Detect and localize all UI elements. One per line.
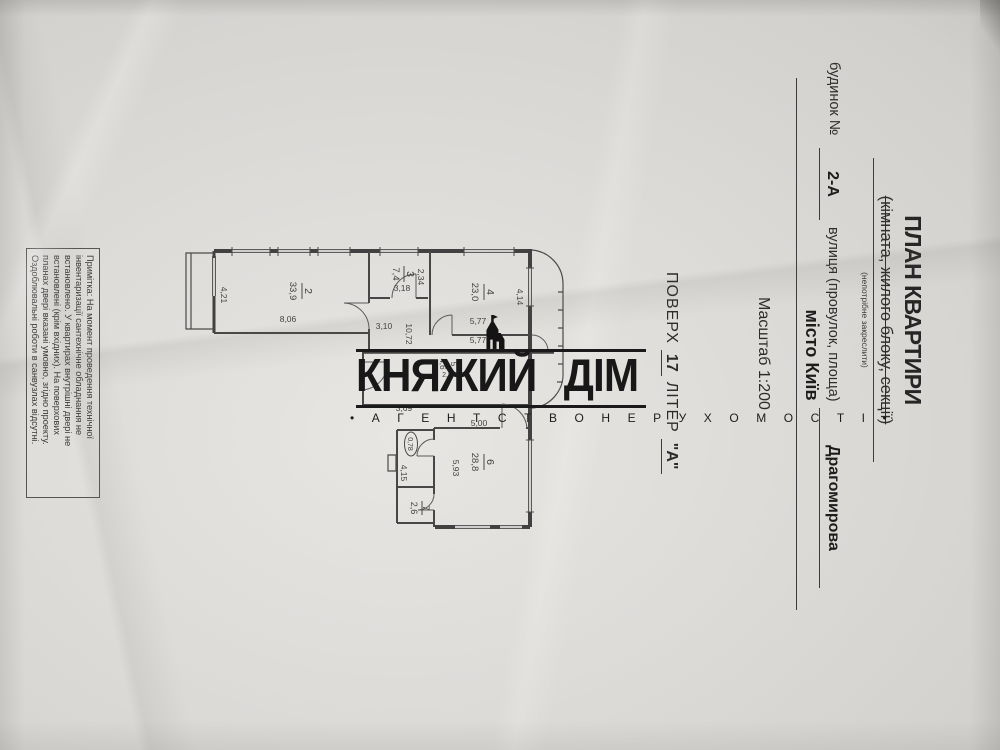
room-number: 4 <box>484 289 496 295</box>
note-line: Примітка: На момент проведення технічної <box>85 255 95 440</box>
corridor-dim: 3,69 <box>396 403 413 413</box>
note-line: встановлені (крім вхідних). На поверхови… <box>51 255 62 435</box>
watermark-brand: КНЯЖИЙ ДІМ <box>356 349 639 401</box>
room-area: 23,0 <box>469 283 480 302</box>
room-dim: 4,14 <box>515 289 525 306</box>
watermark-rule-top <box>356 349 646 352</box>
castle-icon <box>486 314 505 352</box>
room-area: 33,9 <box>287 282 298 301</box>
room-number-fraction-lines <box>301 266 485 515</box>
corridor-area: 10,72 <box>404 323 414 345</box>
room-area: 28,8 <box>469 453 480 472</box>
room-area: 4,6 <box>438 358 447 370</box>
room-dim: 2,5 <box>442 372 452 379</box>
room-dim: 4,21 <box>219 287 229 304</box>
room-area: 7,4 <box>390 267 401 280</box>
room-dim: 2,34 <box>416 269 426 286</box>
room-dim: 5,93 <box>451 460 461 477</box>
terrace-balcony-outlines <box>185 249 564 472</box>
room-area: 2,6 <box>409 502 419 515</box>
room-dim: 3,18 <box>394 283 411 293</box>
note-line: інвентаризації сантехнічне обладнання не <box>73 255 84 436</box>
plan-labels: 2 33,9 4,21 8,06 3 7,4 2,34 3,18 4 23,0 … <box>219 267 525 514</box>
note-line: Оздоблювальні роботи в санвузлах відсутн… <box>29 255 40 445</box>
closet-area-oval <box>404 431 418 457</box>
note-box: Примітка: На момент проведення технічної… <box>26 248 100 498</box>
windows <box>211 247 534 530</box>
room-number: 5 <box>449 362 459 367</box>
corridor-dim: 5,77 <box>470 335 487 345</box>
room-number: 2 <box>302 288 314 294</box>
room-dim: 5,00 <box>471 418 488 428</box>
note-line: встановлено. У квартирах внутрішні двері… <box>62 255 73 447</box>
room-dim: 8,06 <box>280 314 297 324</box>
watermark-tagline: • А Г Е Н Т С Т В О Н Е Р У Х О М О С Т … <box>350 411 892 425</box>
closet-dim: 4,15 <box>399 465 409 482</box>
room-number: 6 <box>484 459 496 465</box>
room-dim: 5,77 <box>470 316 487 326</box>
room-number: 3 <box>404 271 416 277</box>
closet-area: 0,78 <box>406 437 413 451</box>
corridor-dim: 3,10 <box>376 321 393 331</box>
room-number: 7 <box>420 505 431 510</box>
note-line: планах двері вказані умовно, згідно прое… <box>40 255 51 445</box>
photo-corner-shadow <box>980 0 1000 56</box>
walls-interior <box>214 251 530 527</box>
watermark-rule-bottom <box>356 405 646 408</box>
